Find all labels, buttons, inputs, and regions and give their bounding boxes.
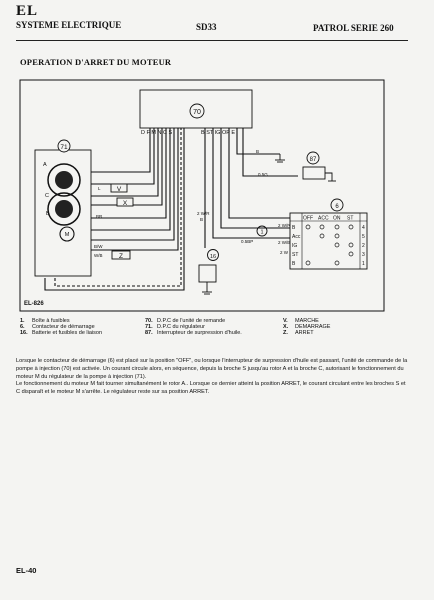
wire-wr2-label: 2 W/R: [278, 223, 291, 228]
callout-87: [306, 151, 320, 165]
ground-b: [275, 154, 285, 163]
switch-header-on: ON: [333, 216, 341, 222]
rotor-b-label: B: [46, 211, 50, 217]
legend-item: 71.D.P.C du régulateur: [145, 324, 205, 330]
relay-z: [111, 250, 131, 260]
switch-contacts: [305, 224, 354, 266]
wire-wr-label: 2 W/R: [197, 211, 210, 216]
rotor-a-lower-core: [55, 200, 73, 218]
ground-battery: [202, 282, 212, 295]
switch-row-num: 2: [362, 243, 365, 249]
switch-header-st: ST: [347, 216, 353, 222]
rotor-a-lower: [47, 192, 81, 226]
wire-g-label: 0.5G: [258, 172, 268, 177]
legend-item: 6.Contacteur de démarrage: [20, 324, 95, 330]
legend-item: 87.Interrupteur de surpression d'huile.: [145, 330, 242, 336]
wire-bs-label: B: [200, 217, 203, 222]
callout-1: [256, 225, 268, 237]
ignition-switch-6: [289, 212, 368, 270]
switch-row-label: Acc: [292, 234, 301, 240]
body-paragraph-2: Le fonctionnement du moteur M fait tourn…: [16, 381, 406, 395]
wire-l-label: L: [98, 186, 101, 191]
pins-left-label: D F M N C S: [141, 130, 172, 136]
wire-bp-label: 0.5BP: [241, 239, 253, 244]
relay-v-label: V: [117, 186, 122, 193]
legend-item: 1.Boîte à fusibles: [20, 318, 70, 324]
diagram-frame: [19, 79, 385, 312]
engine-code: SD33: [196, 22, 217, 32]
switch-header-off: OFF: [303, 216, 313, 222]
wire-wb2-label: 2 W/B: [278, 240, 290, 245]
switch-rows: B 4 Acc 5 IG 2 ST 3 B 1: [292, 225, 365, 267]
switch-row-num: 3: [362, 252, 365, 258]
model-title: PATROL SERIE 260: [313, 23, 394, 33]
system-title: SYSTEME ELECTRIQUE: [16, 20, 122, 30]
motor-m-label: M: [65, 232, 70, 238]
rotor-a-upper: [47, 163, 81, 197]
callout-71: [57, 139, 71, 153]
legend-col-3: V.MARCHE X.DEMARRAGE Z.ARRET: [283, 318, 330, 336]
callout-16: [207, 249, 219, 261]
relay-v: [110, 183, 128, 193]
unit-70-box: [139, 89, 253, 129]
wire-b-label: B: [256, 149, 259, 154]
page-title: OPERATION D'ARRET DU MOTEUR: [20, 57, 172, 67]
relay-x-label: X: [123, 200, 128, 207]
legend-item: 16.Batterie et fusibles de liaison: [20, 330, 103, 336]
section-code: EL: [16, 3, 39, 19]
callout-70: [189, 103, 205, 119]
rotor-a-label: A: [43, 162, 47, 168]
callout-1-label: 1: [260, 230, 263, 236]
switch-row-num: 4: [362, 225, 365, 231]
callout-70-label: 70: [193, 109, 201, 116]
header-rule: [16, 40, 408, 41]
switch-row-label: B: [292, 261, 296, 267]
wire-bw-label: B/W: [94, 244, 103, 249]
figure-code: EL-826: [24, 301, 44, 307]
rotor-c-label: C: [45, 193, 49, 199]
legend-item: Z.ARRET: [283, 330, 314, 336]
motor-m: [59, 226, 75, 242]
wire-bundle: [44, 128, 185, 291]
legend-item: X.DEMARRAGE: [283, 324, 331, 330]
rotor-a-upper-core: [55, 171, 73, 189]
right-wires: [204, 128, 298, 248]
legend-item: 70.D.P.C de l'unité de remande: [145, 318, 226, 324]
wire-wb-label: W/B: [94, 253, 103, 258]
wire-w-label: 2 W: [280, 250, 289, 255]
switch-row-num: 1: [362, 261, 365, 267]
legend-col-2: 70.D.P.C de l'unité de remande 71.D.P.C …: [145, 318, 242, 336]
legend-item: V.MARCHE: [283, 318, 319, 324]
legend-col-1: 1.Boîte à fusibles 6.Contacteur de démar…: [20, 318, 102, 336]
relay-z-label: Z: [119, 253, 123, 260]
callout-6: [330, 198, 344, 212]
callout-6-label: 6: [335, 204, 339, 210]
switch-row-label: ST: [292, 252, 298, 258]
switch-row-label: B: [292, 225, 296, 231]
relay-x: [116, 197, 134, 207]
page-number: EL-40: [16, 566, 37, 575]
oil-switch-87: [302, 166, 326, 180]
callout-71-label: 71: [60, 144, 68, 151]
battery-16: [198, 264, 217, 283]
pins-right-label: B ST IG OP E: [201, 130, 235, 136]
callout-87-label: 87: [310, 157, 317, 163]
wire-br-label: BR: [96, 214, 103, 219]
switch-header-acc: ACC: [318, 216, 329, 222]
switch-row-label: IG: [292, 243, 297, 249]
callout-16-label: 16: [210, 254, 216, 260]
body-paragraph-1: Lorsque le contacteur de démarrage (6) e…: [16, 358, 408, 380]
switch-row-num: 5: [362, 234, 365, 240]
